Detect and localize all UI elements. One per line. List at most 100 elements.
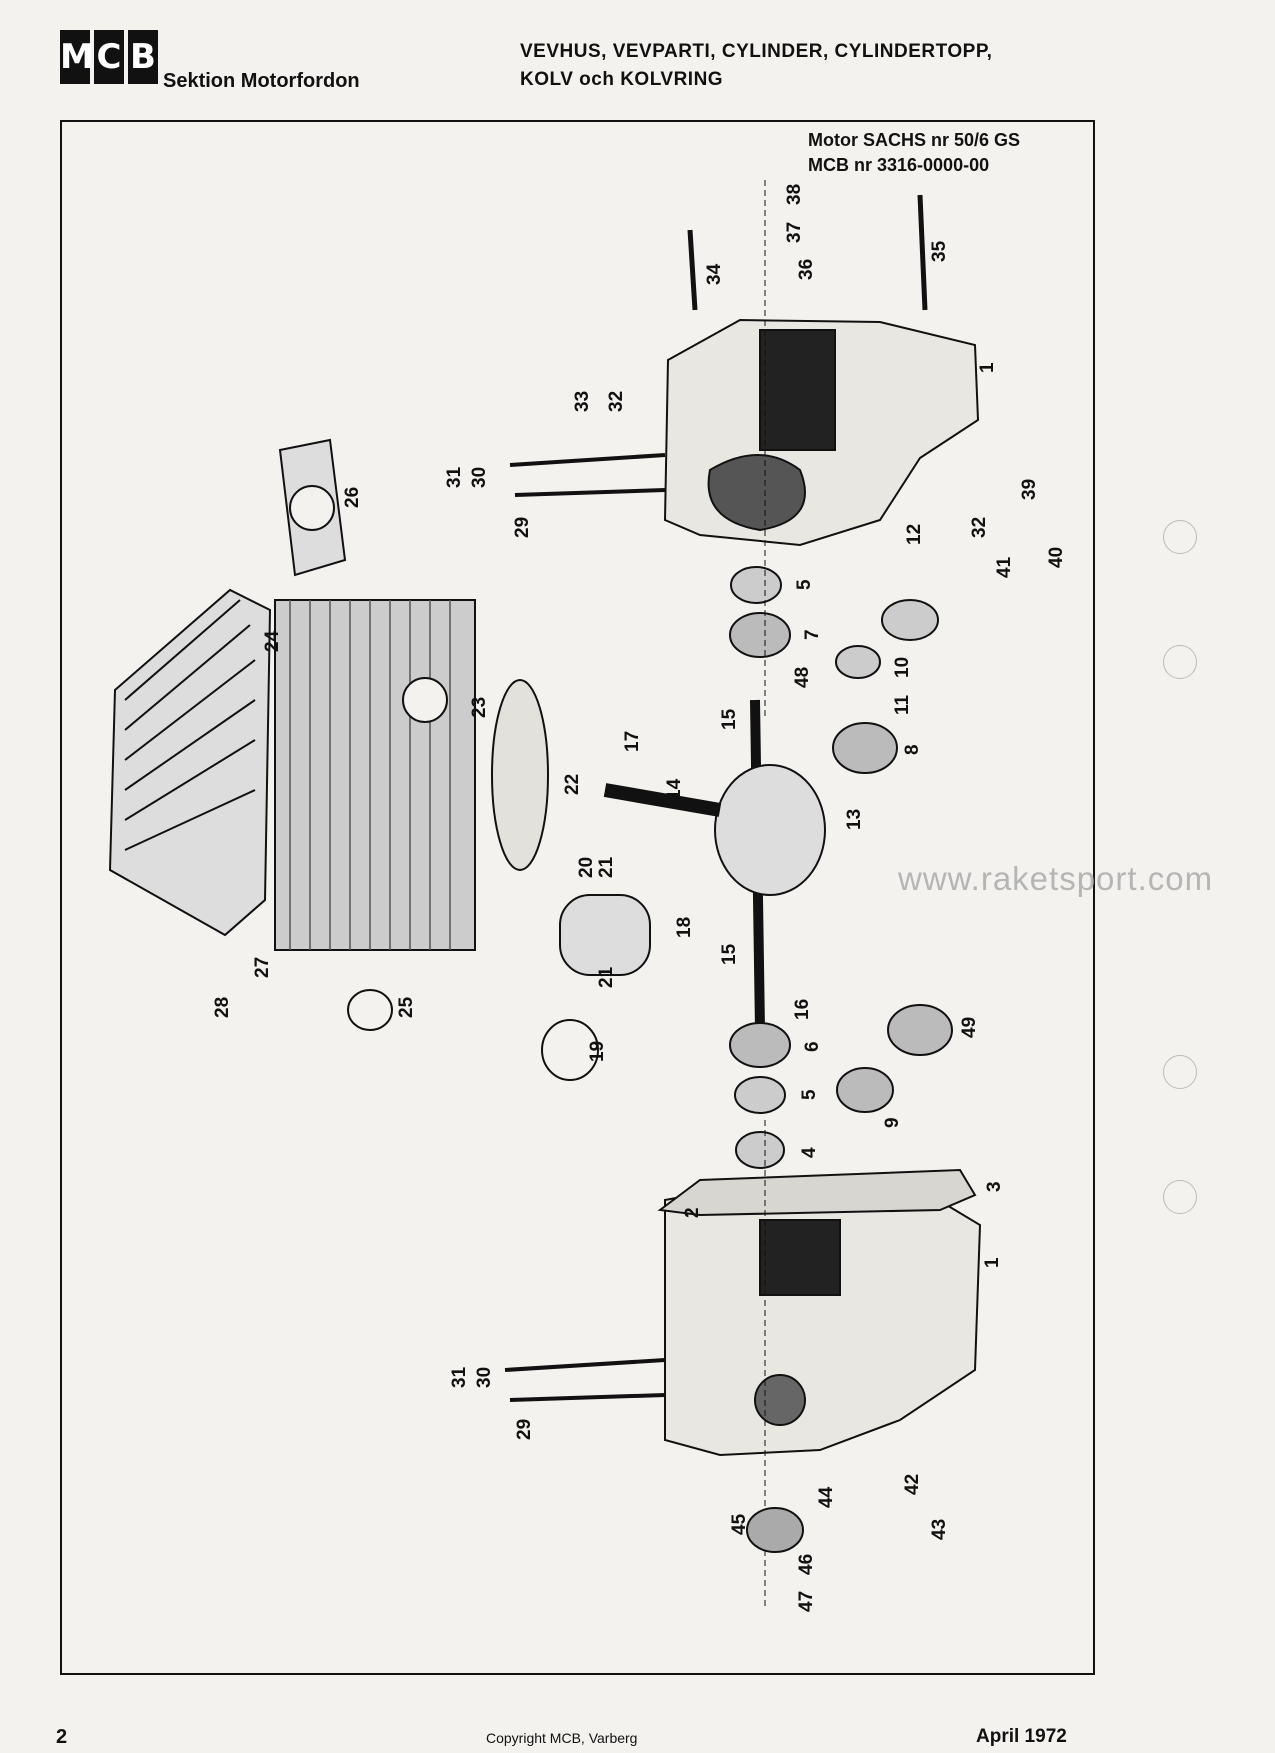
stud: [504, 1358, 666, 1372]
part-label-41: 41: [994, 556, 1015, 578]
part-label-29: 29: [514, 1419, 535, 1440]
binder-hole: [1163, 1180, 1197, 1214]
part-label-35: 35: [929, 240, 950, 262]
part-label-7: 7: [802, 629, 823, 640]
connecting-rod: [603, 783, 722, 817]
part-label-25: 25: [396, 996, 417, 1018]
stud: [514, 488, 666, 497]
part-label-23: 23: [469, 697, 490, 718]
stud: [917, 194, 928, 311]
binder-hole: [1163, 1055, 1197, 1089]
part-label-6: 6: [802, 1041, 823, 1052]
binder-hole: [1163, 645, 1197, 679]
part-label-5: 5: [799, 1089, 820, 1100]
part-label-20: 20: [576, 857, 597, 878]
part-label-9: 9: [882, 1117, 903, 1128]
part-label-1: 1: [977, 362, 998, 373]
part-label-18: 18: [674, 917, 695, 938]
part-label-12: 12: [904, 524, 925, 545]
page-title: VEVHUS, VEVPARTI, CYLINDER, CYLINDERTOPP…: [520, 38, 992, 94]
bearing: [836, 1067, 894, 1113]
gear: [746, 1507, 804, 1553]
circlip: [347, 989, 393, 1031]
bearing: [729, 612, 791, 658]
title-line-2: KOLV och KOLVRING: [520, 69, 724, 90]
publication-date: April 1972: [976, 1726, 1067, 1747]
part-label-10: 10: [892, 657, 913, 678]
binder-hole: [1163, 520, 1197, 554]
base-gasket: [491, 679, 549, 871]
part-label-36: 36: [796, 259, 817, 280]
part-label-45: 45: [729, 1513, 750, 1535]
bearing: [730, 566, 782, 604]
part-label-46: 46: [796, 1554, 817, 1575]
part-label-8: 8: [902, 744, 923, 755]
part-label-30: 30: [469, 467, 490, 488]
piston-ring: [541, 1019, 599, 1081]
part-label-4: 4: [799, 1147, 820, 1158]
bearing: [734, 1076, 786, 1114]
part-label-29: 29: [512, 517, 533, 538]
bearing: [835, 645, 881, 679]
bearing: [735, 1131, 785, 1169]
part-label-42: 42: [902, 1474, 923, 1495]
part-label-2: 2: [682, 1207, 703, 1218]
part-label-32: 32: [969, 517, 990, 538]
part-label-28: 28: [212, 997, 233, 1018]
page-number: 2: [56, 1726, 68, 1748]
part-label-48: 48: [792, 667, 813, 688]
part-label-30: 30: [474, 1367, 495, 1388]
part-label-21: 21: [596, 966, 617, 988]
bearing: [832, 722, 898, 774]
part-label-27: 27: [252, 957, 273, 978]
part-label-24: 24: [262, 630, 283, 652]
part-label-19: 19: [587, 1041, 608, 1062]
bearing: [881, 599, 939, 641]
stud: [687, 229, 698, 311]
part-label-14: 14: [664, 778, 685, 800]
copyright: Copyright MCB, Varberg: [486, 1730, 638, 1746]
motor-info: Motor SACHS nr 50/6 GS MCB nr 3316-0000-…: [808, 128, 1020, 178]
cylinder-head: [108, 588, 272, 937]
piston: [559, 894, 651, 976]
diagram-frame: [60, 120, 1095, 1675]
part-label-26: 26: [342, 487, 363, 508]
part-label-22: 22: [562, 774, 583, 795]
bearing: [887, 1004, 953, 1056]
part-label-5: 5: [794, 579, 815, 590]
part-label-15: 15: [719, 708, 740, 730]
stud: [509, 453, 666, 467]
part-label-16: 16: [792, 999, 813, 1020]
part-label-31: 31: [449, 1366, 470, 1388]
part-label-43: 43: [929, 1519, 950, 1540]
mcb-number: MCB nr 3316-0000-00: [808, 155, 990, 175]
part-label-40: 40: [1046, 547, 1067, 568]
part-label-38: 38: [784, 184, 805, 205]
part-label-39: 39: [1019, 479, 1040, 500]
part-label-33: 33: [572, 391, 593, 412]
logo-letter-c: C: [94, 30, 124, 84]
logo-letter-b: B: [128, 30, 158, 84]
part-label-34: 34: [704, 263, 725, 285]
part-label-15: 15: [719, 943, 740, 965]
section-name: Sektion Motorfordon: [163, 70, 360, 92]
cylinder: [274, 599, 476, 951]
gasket: [657, 1168, 977, 1217]
motor-model: Motor SACHS nr 50/6 GS: [808, 130, 1021, 150]
part-label-37: 37: [784, 222, 805, 243]
part-label-3: 3: [984, 1181, 1005, 1192]
stud: [509, 1393, 666, 1402]
part-label-31: 31: [444, 466, 465, 488]
part-label-49: 49: [959, 1017, 980, 1038]
title-line-1: VEVHUS, VEVPARTI, CYLINDER, CYLINDERTOPP…: [520, 41, 993, 62]
part-label-17: 17: [622, 731, 643, 752]
mcb-logo: M C B: [60, 30, 158, 84]
part-label-47: 47: [796, 1591, 817, 1612]
part-label-44: 44: [816, 1486, 837, 1508]
bearing: [729, 1022, 791, 1068]
watermark: www.raketsport.com: [898, 860, 1214, 897]
part-label-32: 32: [606, 391, 627, 412]
logo-letter-m: M: [60, 30, 94, 84]
part-label-11: 11: [892, 694, 913, 715]
